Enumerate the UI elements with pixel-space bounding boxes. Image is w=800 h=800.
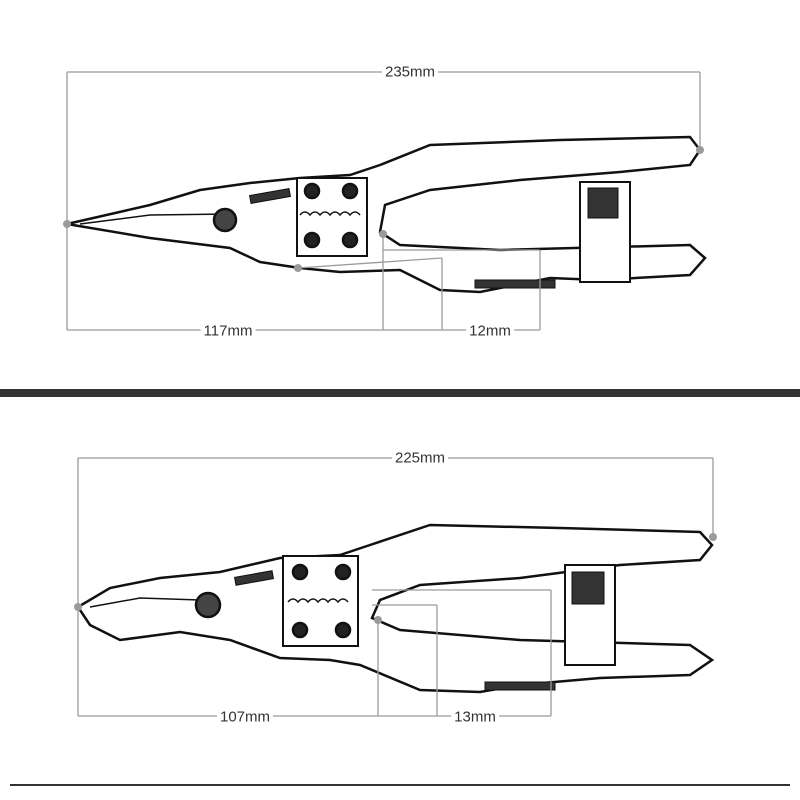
top-nose-to-pivot-label: 117mm [200,322,256,340]
top-pliers-drawing [66,135,707,294]
top-dimension-lines [66,71,701,331]
bottom-crimp-width-label: 13mm [451,708,499,726]
top-crimp-width-label: 12mm [466,322,514,340]
top-total-length-label: 235mm [381,63,439,81]
section-divider [0,389,800,397]
bottom-nose-to-pivot-label: 107mm [216,708,274,726]
bottom-total-length-label: 225mm [391,449,449,467]
bottom-pliers-drawing [76,523,715,694]
top-dimension-dots [63,146,704,272]
bottom-dimension-dots [74,533,717,624]
